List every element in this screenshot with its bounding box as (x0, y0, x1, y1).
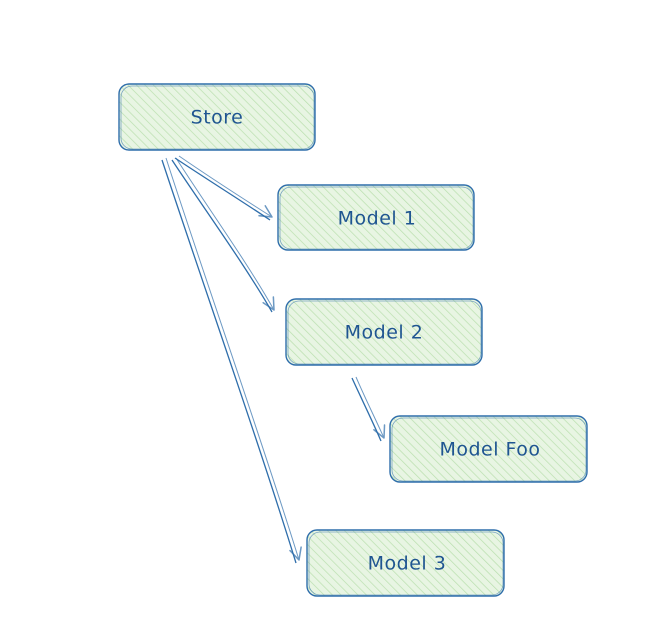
edge-store-model3 (161, 157, 302, 564)
node-model3[interactable]: Model 3 (306, 529, 505, 597)
node-modelfoo[interactable]: Model Foo (389, 415, 588, 483)
edge-model2-modelfoo (351, 376, 386, 442)
node-modelfoo-label: Model Foo (439, 439, 540, 461)
edge-store-model1 (174, 155, 273, 221)
node-model2[interactable]: Model 2 (285, 298, 483, 366)
node-model3-label: Model 3 (368, 553, 447, 575)
node-model1[interactable]: Model 1 (277, 184, 475, 251)
node-store-label: Store (191, 107, 244, 129)
edges (161, 155, 386, 564)
edge-store-model2 (171, 157, 275, 313)
node-model2-label: Model 2 (345, 322, 424, 344)
node-store[interactable]: Store (118, 83, 316, 151)
node-model1-label: Model 1 (338, 208, 417, 230)
